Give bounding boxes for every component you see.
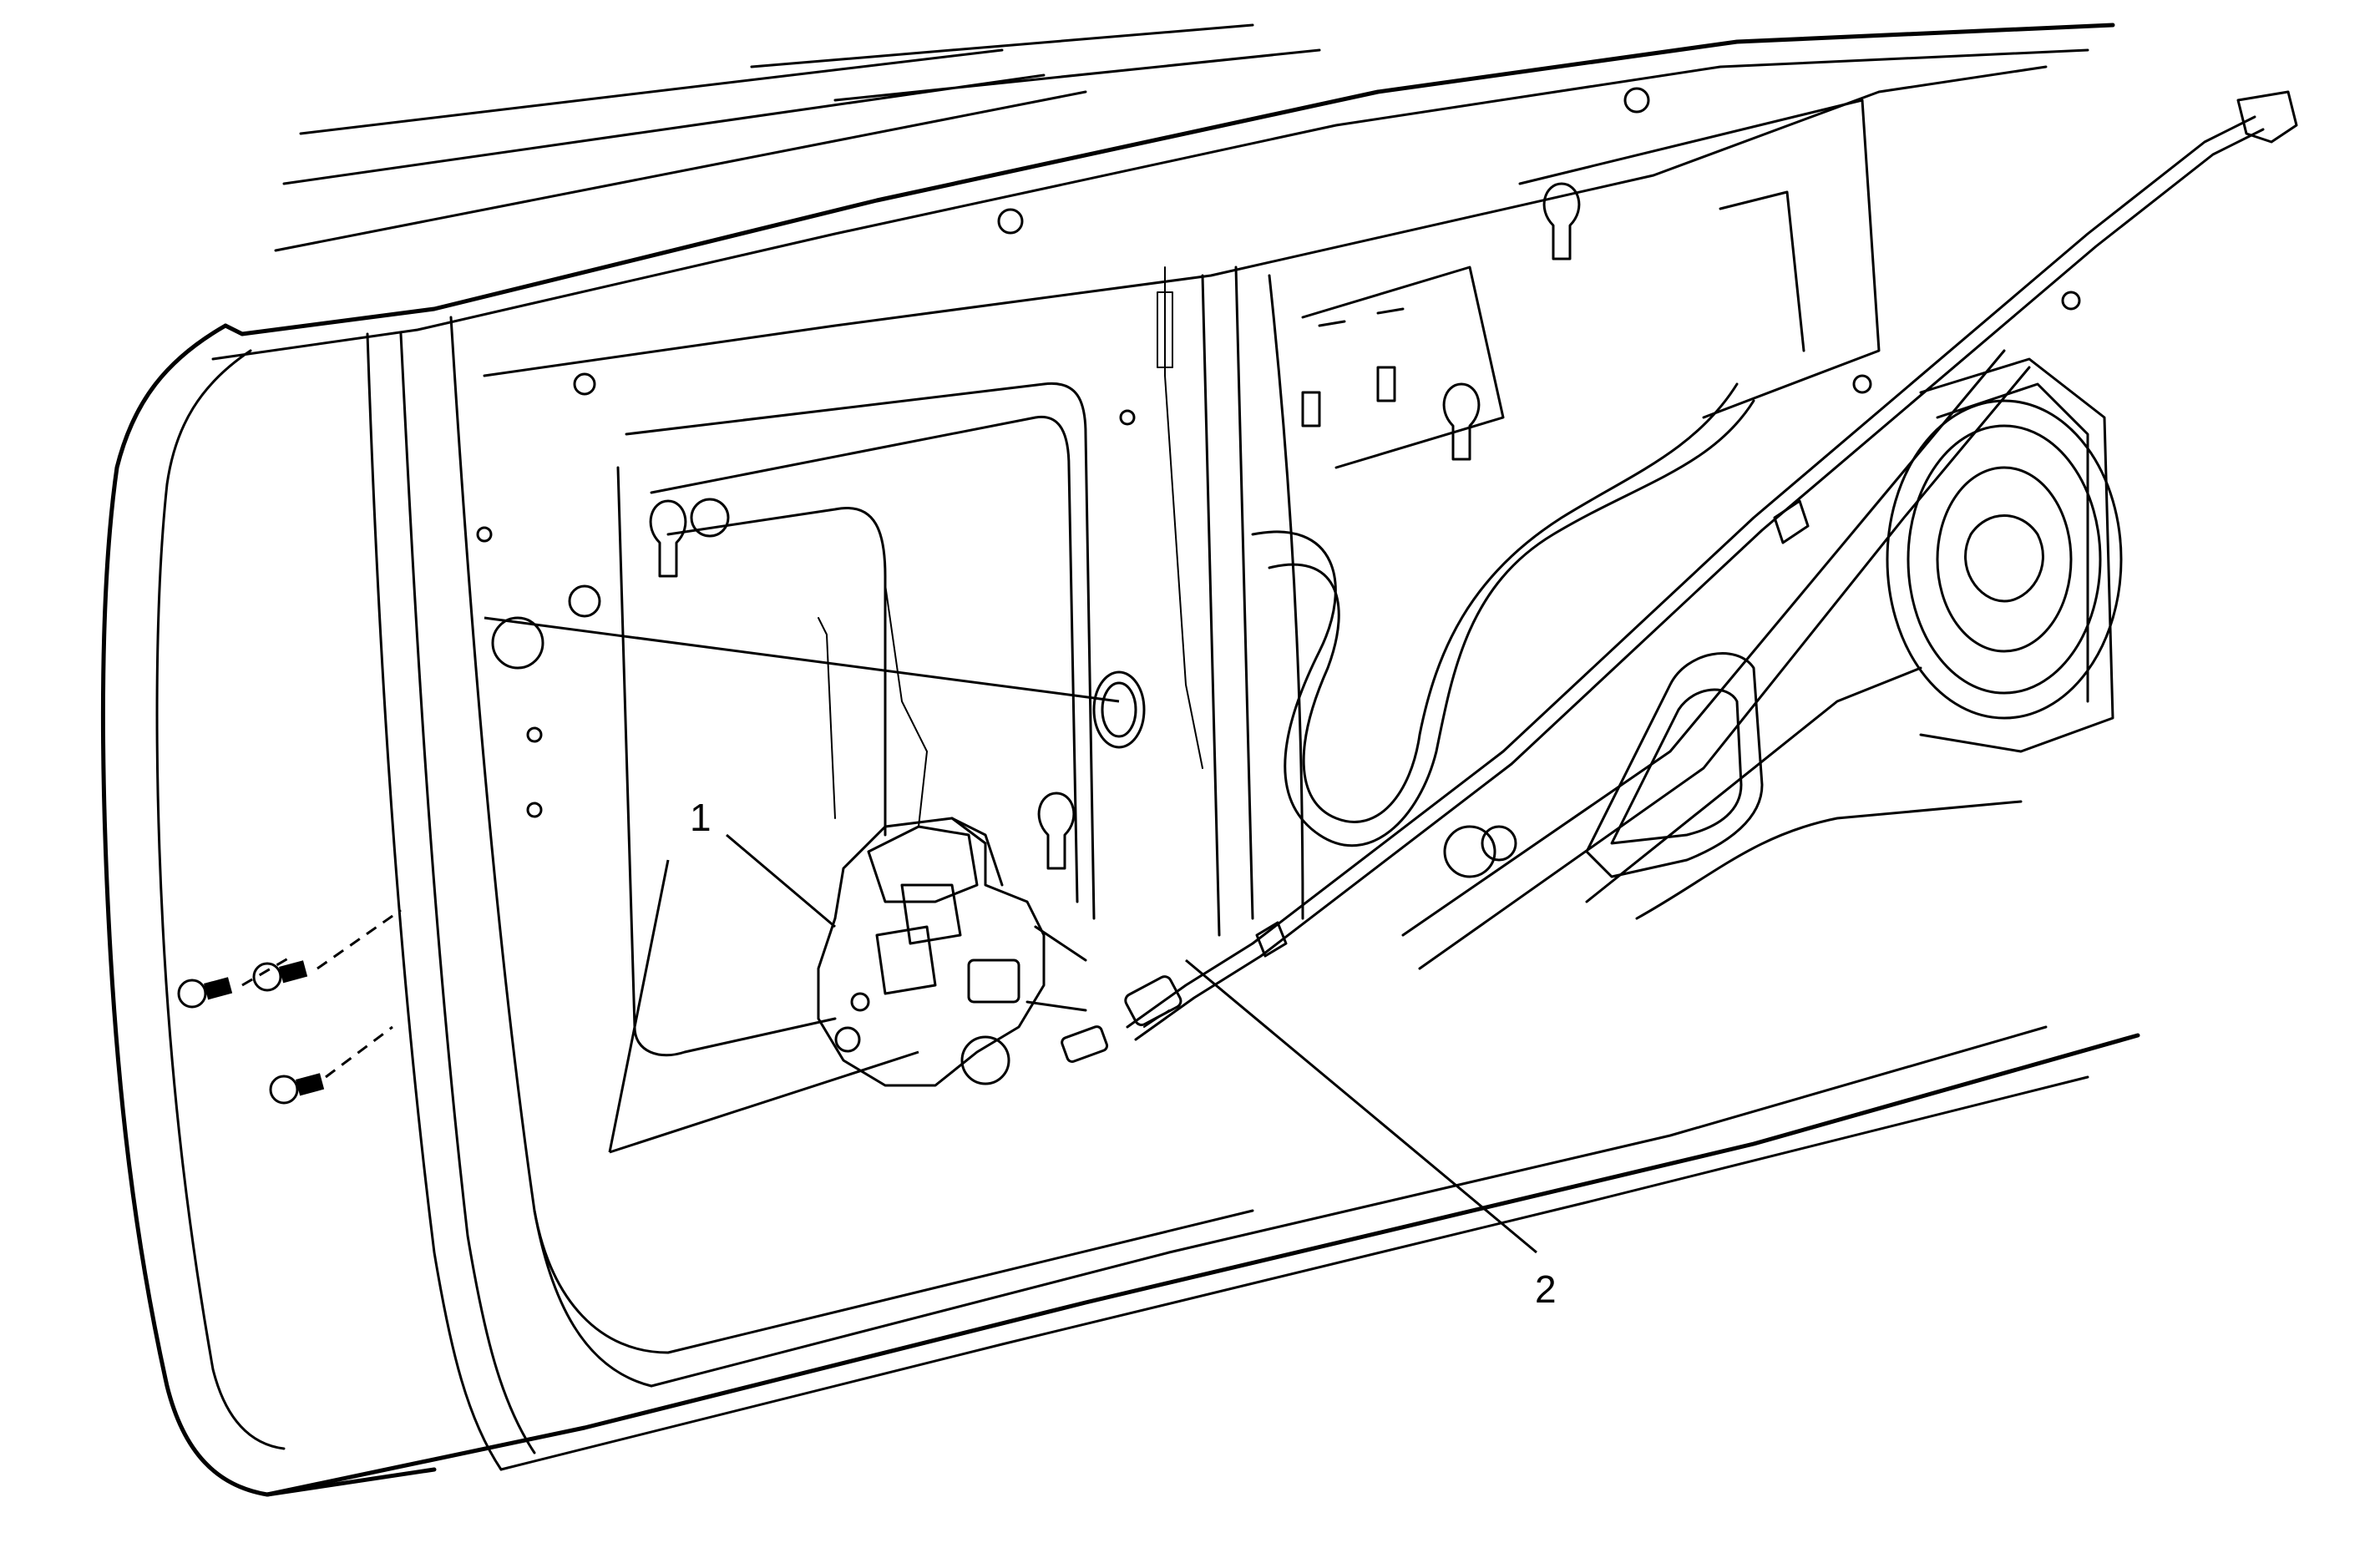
callout-1: 1 [690, 796, 711, 839]
bolts [177, 908, 402, 1105]
door-latch-assembly [817, 584, 1087, 1087]
leader-2-to-cable [1185, 959, 1537, 1254]
inner-door-panel [483, 65, 2114, 1057]
door-harness-cable [1061, 90, 2298, 1064]
bolt-upper-right [252, 960, 308, 992]
leader-bolt-to-hole-upper [484, 616, 1120, 703]
bolt-lower [269, 1073, 325, 1105]
panel-holes [476, 87, 2081, 878]
door-outer-shell [100, 23, 2140, 1497]
speaker [1886, 399, 2123, 720]
leader-1-to-latch [726, 833, 836, 928]
callout-2: 2 [1535, 1267, 1557, 1311]
leader-bolt-to-hole-lower [609, 1050, 919, 1154]
callout-leaders [484, 616, 1537, 1254]
bolt-upper-left [177, 977, 233, 1009]
